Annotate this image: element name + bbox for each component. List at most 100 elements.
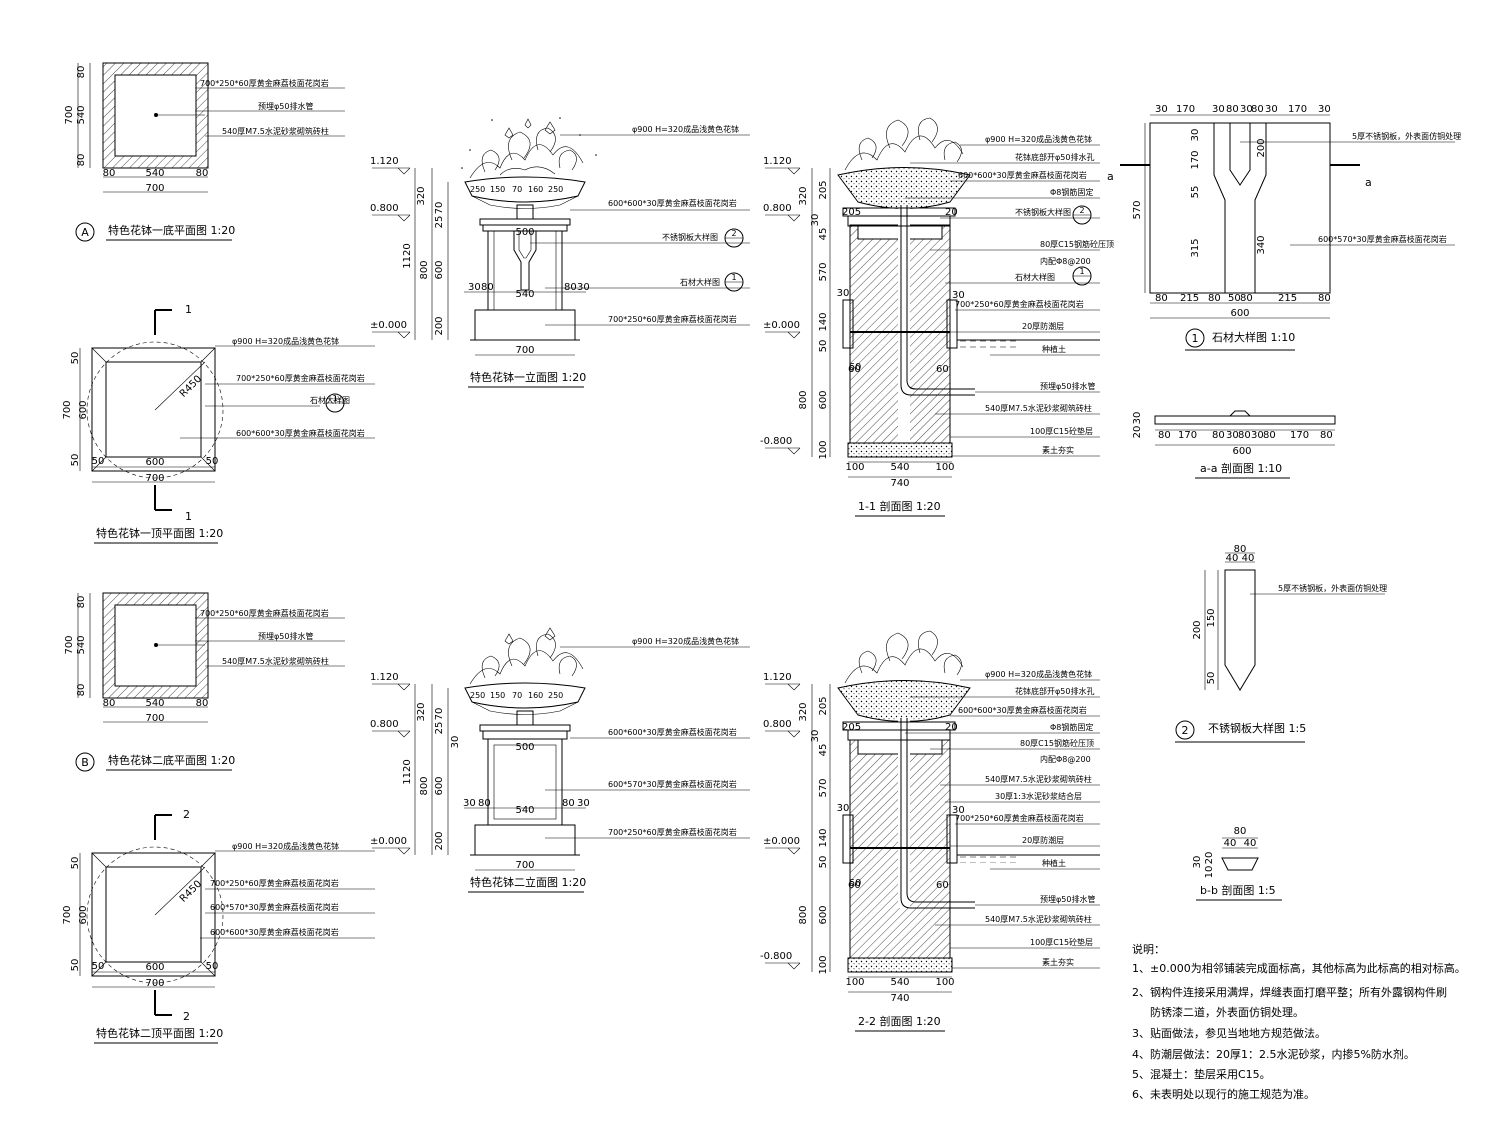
sec-1-dim-v: 30 (837, 288, 850, 299)
detail-2-dim-h: 40 (1242, 553, 1255, 564)
elev-1-dim-h: 500 (515, 227, 534, 238)
sec-2-callout: 素土夯实 (1042, 957, 1074, 967)
detail-1-dim-top: 170 (1176, 104, 1195, 115)
plan-b-dim-v: 540 (76, 635, 87, 654)
stone-detail-view: a a 30 170 30 80 30 80 30 170 30 80 215 … (1107, 104, 1461, 351)
elev-1-dim-v: 1120 (402, 243, 413, 268)
sec-1-callout: 预埋φ50排水管 (1040, 381, 1095, 391)
elev-2-dim-h: 540 (515, 805, 534, 816)
sec-2-dim-h: 540 (890, 977, 909, 988)
plan-1-dim-h: 50 (206, 456, 219, 467)
plan-a-dim-v: 540 (76, 105, 87, 124)
sec-a-dim-h-total: 600 (1232, 446, 1251, 457)
elev-1-dim-h: 150 (490, 185, 505, 194)
sec-a-dim-h: 30 (1226, 430, 1239, 441)
sec-2-callout: 预埋φ50排水管 (1040, 894, 1095, 904)
sec-2-dim-v: 60 (849, 878, 862, 889)
plan-b-marker: B (81, 756, 89, 769)
elev-1-dim-h: 250 (470, 185, 485, 194)
sec-1-dim-v: 800 (798, 390, 809, 409)
elev-2-dim-v: 30 (450, 736, 461, 749)
detail-2-dim-h: 40 (1226, 553, 1239, 564)
plan-b-callout: 预埋φ50排水管 (258, 631, 313, 641)
detail-1-dim-v: 340 (1256, 235, 1267, 254)
sec-1-callout: 种植土 (1042, 344, 1066, 354)
detail-1-dim-top: 30 (1318, 104, 1331, 115)
sec-1-ref: 1 (1079, 267, 1084, 276)
elev-1-level: 0.800 (370, 203, 399, 214)
plan-2-callout: 600*600*30厚黄金麻荔枝面花岗岩 (210, 927, 339, 937)
elev-2-callout: 600*600*30厚黄金麻荔枝面花岗岩 (608, 727, 737, 737)
elev-1-dim-h: 160 (528, 185, 543, 194)
sec-1-callout: 100厚C15砼垫层 (1030, 426, 1093, 436)
sec-1-callout: 内配Φ8@200 (1040, 256, 1091, 266)
detail-2-ref: 2 (1182, 724, 1189, 737)
plan-1-callout: 700*250*60厚黄金麻荔枝面花岗岩 (236, 373, 365, 383)
sec-1-level: 0.800 (763, 203, 792, 214)
sec-1-dim-v: 570 (818, 262, 829, 281)
detail-1-dim-v: 30 (1190, 129, 1201, 142)
detail-1-dim-v: 315 (1190, 238, 1201, 257)
sec-2-level: 1.120 (763, 672, 792, 683)
detail-2-title: 不锈钢板大样图 1:5 (1208, 721, 1306, 735)
elev-2-callout: 600*570*30厚黄金麻荔枝面花岗岩 (608, 779, 737, 789)
elev-2-dim-h: 160 (528, 691, 543, 700)
detail-1-dim-top: 30 (1155, 104, 1168, 115)
detail-1-ref: 1 (1192, 332, 1199, 345)
elev-2-dim-v: 800 (419, 776, 430, 795)
elev-1-callout: φ900 H=320成品浅黄色花钵 (632, 124, 739, 134)
sec-2-callout: 种植土 (1042, 858, 1066, 868)
sec-2-callout: 100厚C15砼垫层 (1030, 937, 1093, 947)
detail-1-dim-top: 170 (1288, 104, 1307, 115)
elev-2-dim-h: 80 (562, 798, 575, 809)
sec-1-dim-v: 45 (818, 228, 829, 241)
plan-1-dim-v: 50 (70, 454, 81, 467)
sec-1-callout: 石材大样图 (1015, 272, 1055, 282)
plan-a-title: 特色花钵一底平面图 1:20 (108, 223, 235, 237)
plan-1-dim-h: 600 (145, 457, 164, 468)
sec-2-callout: 540厚M7.5水泥砂浆砌筑砖柱 (985, 914, 1092, 924)
elev-1-dim-v: 600 (434, 260, 445, 279)
sec-2-dim-v: 800 (798, 905, 809, 924)
plan-1-dim-v: 50 (70, 352, 81, 365)
plan-b-view: 80 540 80 700 80 540 80 700 700*250*60厚黄… (64, 592, 345, 772)
notes-item: 2、钢构件连接采用满焊，焊缝表面打磨平整；所有外露钢构件刷 (1132, 985, 1447, 999)
sec-1-dim-v: 50 (818, 340, 829, 353)
elev-2-callout: 700*250*60厚黄金麻荔枝面花岗岩 (608, 827, 737, 837)
elev-1-dim-h: 70 (512, 185, 522, 194)
plan-b-dim-h: 80 (196, 698, 209, 709)
plan-2-dim-v: 600 (78, 905, 89, 924)
plan-b-callout: 700*250*60厚黄金麻荔枝面花岗岩 (200, 608, 329, 618)
detail-1-dim-bottom: 80 (1208, 293, 1221, 304)
plan-b-title: 特色花钵二底平面图 1:20 (108, 753, 235, 767)
plan-a-marker: A (81, 226, 89, 239)
sec-1-callout: 20厚防潮层 (1022, 321, 1064, 331)
plan-2-dim-v-total: 700 (62, 905, 73, 924)
detail-1-title: 石材大样图 1:10 (1212, 330, 1295, 344)
plan-a-dim-v-total: 700 (64, 105, 75, 124)
plan-1-callout: φ900 H=320成品浅黄色花钵 (232, 336, 339, 346)
elev-1-dim-h: 30 (468, 282, 481, 293)
elev-2-dim-h: 150 (490, 691, 505, 700)
sec-1-level: 1.120 (763, 156, 792, 167)
plan-2-title: 特色花钵二顶平面图 1:20 (96, 1026, 223, 1040)
elev-1-callout: 700*250*60厚黄金麻荔枝面花岗岩 (608, 314, 737, 324)
sec-1-dim-h: 60 (848, 364, 861, 375)
sec-2-dim-h: 30 (952, 805, 965, 816)
sec-b-dim-v: 30 (1192, 856, 1203, 869)
plan-1-dim-h: 50 (92, 456, 105, 467)
plan-a-view: 80 540 80 700 80 540 80 700 700*250*60厚黄… (64, 62, 345, 242)
detail-1-callout: 5厚不锈钢板，外表面仿铜处理 (1352, 131, 1461, 141)
elevation-1-view: 1.120 0.800 ±0.000 320 1120 800 70 25 60… (370, 117, 750, 388)
sec-1-dim-h: 540 (890, 462, 909, 473)
elev-2-dim-h-total: 700 (515, 860, 534, 871)
view-marker-circle (75, 222, 95, 242)
sec-a-title: a-a 剖面图 1:10 (1200, 461, 1282, 475)
detail-1-dim-bottom: 215 (1278, 293, 1297, 304)
sec-2-callout: 20厚防潮层 (1022, 835, 1064, 845)
notes-item: 5、混凝土：垫层采用C15。 (1132, 1067, 1271, 1081)
sec-a-dim-h: 80 (1212, 430, 1225, 441)
sec-1-dim-h: 100 (935, 462, 954, 473)
sec-2-dim-v: 30 (837, 803, 850, 814)
sec-2-dim-v: 100 (818, 955, 829, 974)
